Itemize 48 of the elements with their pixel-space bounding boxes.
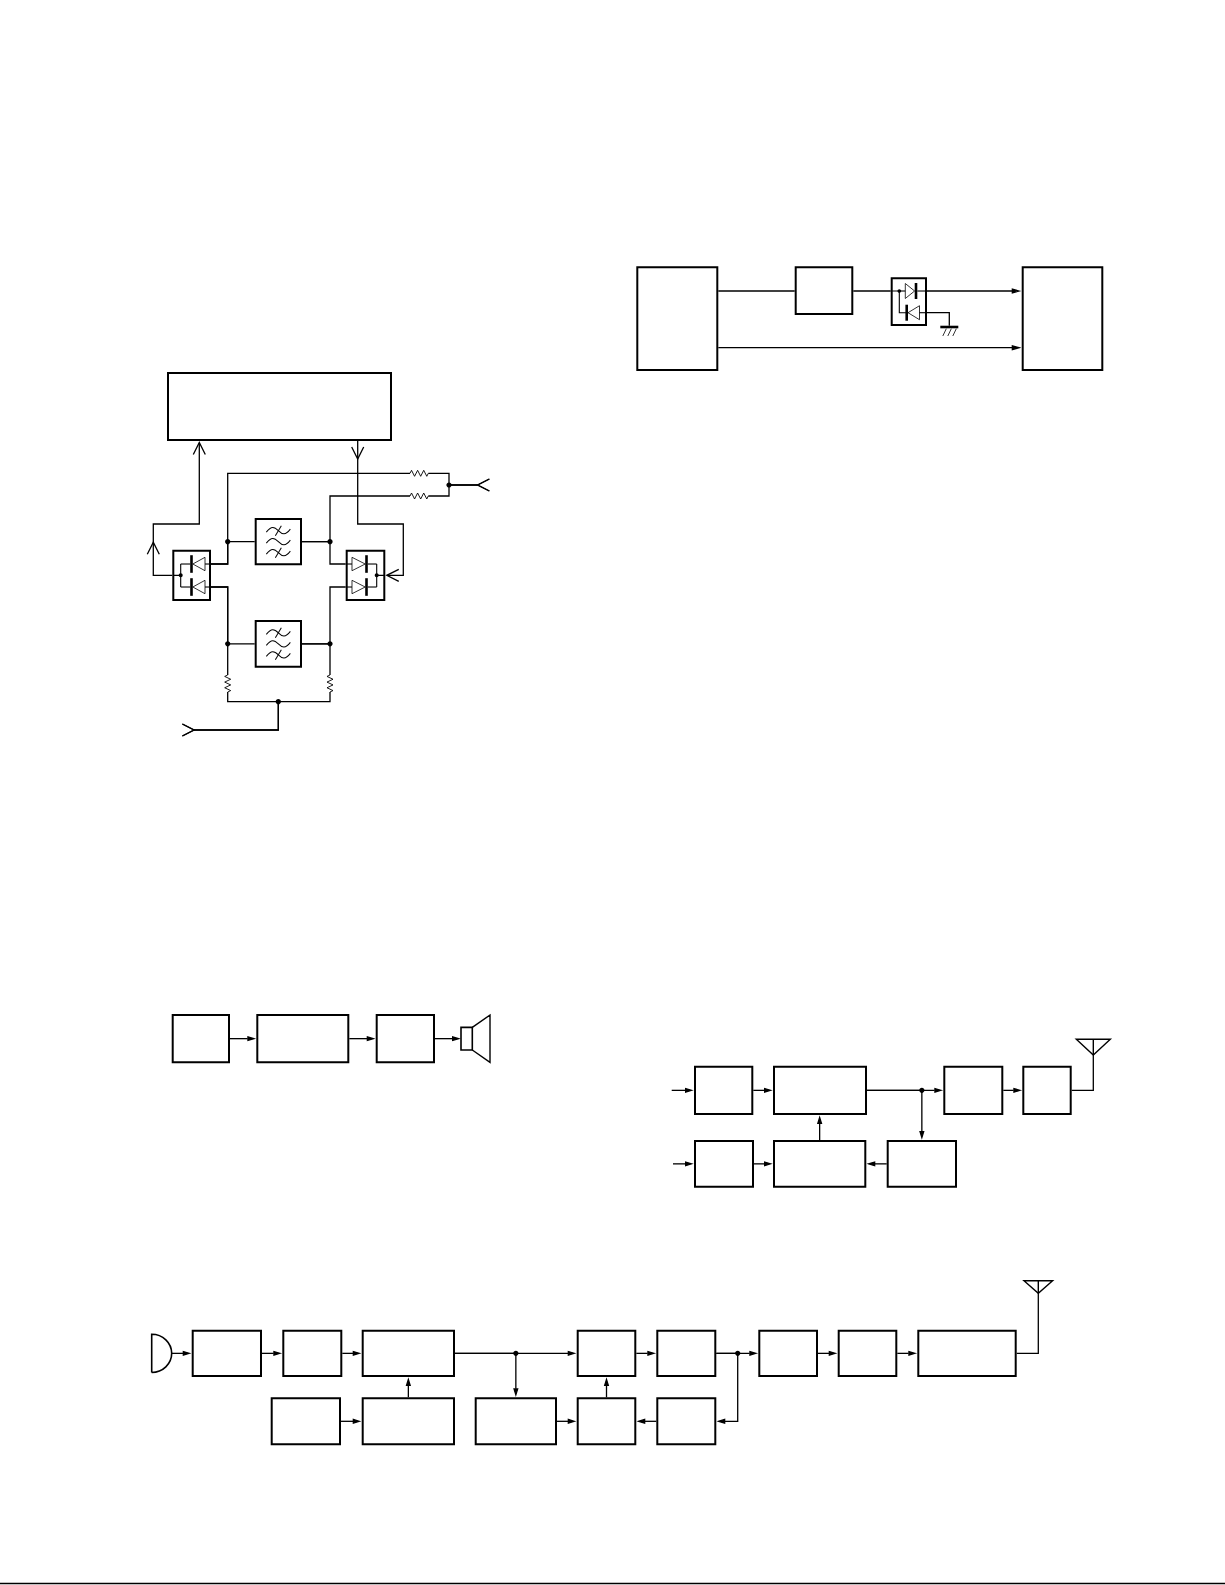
arrow xyxy=(351,440,404,582)
block-box xyxy=(191,1329,262,1377)
ground-symbol xyxy=(940,325,959,337)
block-box xyxy=(474,1397,557,1446)
resistor-symbol xyxy=(409,469,429,477)
block-box xyxy=(917,1329,1017,1377)
block-box xyxy=(256,1014,350,1064)
block-box xyxy=(943,1065,1004,1115)
block-box xyxy=(694,1065,754,1115)
arrow xyxy=(427,478,490,497)
arrow xyxy=(715,1352,739,1424)
block-box xyxy=(361,1329,455,1377)
block-box xyxy=(1021,266,1104,371)
block-box xyxy=(656,1397,717,1446)
block-box xyxy=(636,266,719,371)
resistor-symbol xyxy=(326,674,334,693)
block-box xyxy=(576,1329,637,1377)
block-box xyxy=(886,1140,957,1188)
block-box xyxy=(270,1397,341,1446)
connector-line xyxy=(301,643,331,676)
resistor-symbol xyxy=(409,492,429,500)
block-box xyxy=(773,1065,867,1115)
block-box xyxy=(282,1329,343,1377)
block-box xyxy=(361,1397,455,1446)
connector-line xyxy=(852,290,892,292)
block-box xyxy=(375,1014,435,1064)
connector-line xyxy=(301,495,411,543)
block-box xyxy=(171,1014,230,1064)
block-box xyxy=(576,1397,637,1446)
connector-line xyxy=(717,290,796,292)
connector-line xyxy=(1016,1292,1039,1354)
speaker-symbol xyxy=(460,1013,491,1064)
connector-line xyxy=(210,586,229,676)
block-box xyxy=(656,1329,717,1377)
arrow xyxy=(146,441,206,576)
block-box xyxy=(1022,1065,1072,1115)
connector-line xyxy=(926,312,950,327)
block-box xyxy=(794,266,854,315)
connector-line xyxy=(1071,1054,1094,1091)
block-box xyxy=(694,1140,754,1188)
microphone-symbol xyxy=(150,1333,173,1374)
connector-line xyxy=(210,472,411,565)
block-box xyxy=(758,1329,818,1377)
arrow xyxy=(181,691,331,737)
block-box xyxy=(773,1140,867,1188)
block-box xyxy=(167,372,392,441)
block-box xyxy=(837,1329,898,1377)
resistor-symbol xyxy=(224,674,232,693)
